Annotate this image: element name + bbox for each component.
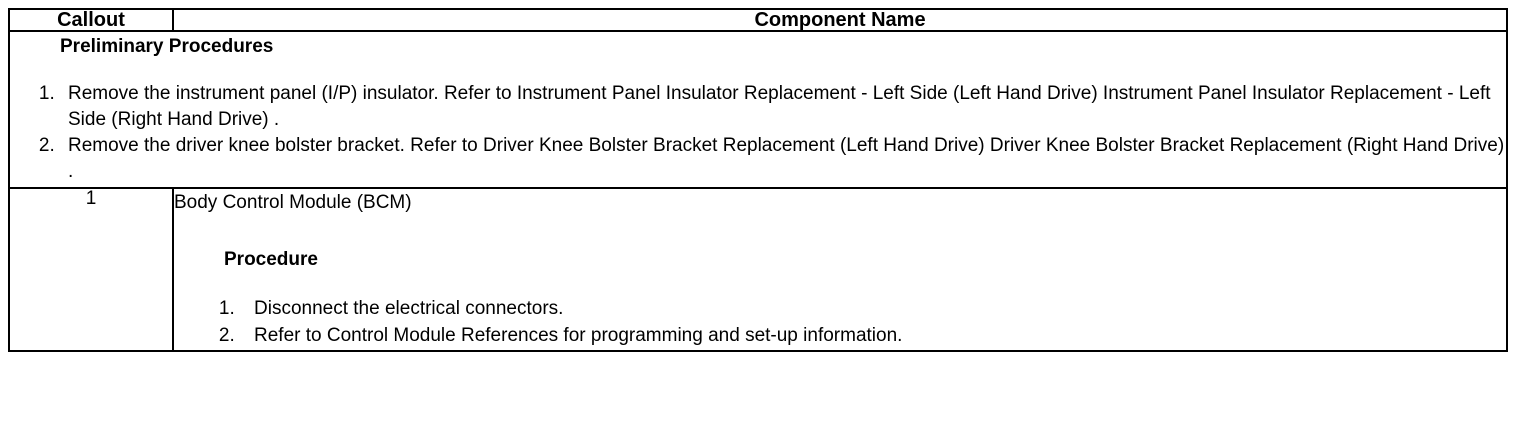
preliminary-procedures-title: Preliminary Procedures — [60, 36, 274, 57]
list-item: Refer to Control Module References for p… — [240, 323, 1506, 350]
table-header-row: Callout Component Name — [8, 8, 1508, 32]
list-item: Disconnect the electrical connectors. — [240, 296, 1506, 323]
table-row: 1 Body Control Module (BCM) Procedure Di… — [8, 187, 1508, 353]
preliminary-procedures-list: Remove the instrument panel (I/P) insula… — [10, 81, 1506, 185]
procedure-steps-list: Disconnect the electrical connectors. Re… — [174, 296, 1506, 350]
list-item: Remove the driver knee bolster bracket. … — [60, 133, 1506, 185]
preliminary-procedures-row: Preliminary Procedures Remove the instru… — [8, 29, 1508, 190]
callout-number: 1 — [8, 187, 174, 353]
component-name-text: Body Control Module (BCM) — [174, 192, 412, 214]
list-item: Remove the instrument panel (I/P) insula… — [60, 81, 1506, 133]
column-header-component-name: Component Name — [172, 8, 1508, 32]
column-header-callout: Callout — [8, 8, 174, 32]
preliminary-procedures-cell: Preliminary Procedures Remove the instru… — [8, 29, 1508, 190]
component-cell: Body Control Module (BCM) Procedure Disc… — [172, 187, 1508, 353]
procedure-subtitle: Procedure — [224, 248, 318, 270]
procedure-table: Callout Component Name Preliminary Proce… — [8, 8, 1508, 353]
